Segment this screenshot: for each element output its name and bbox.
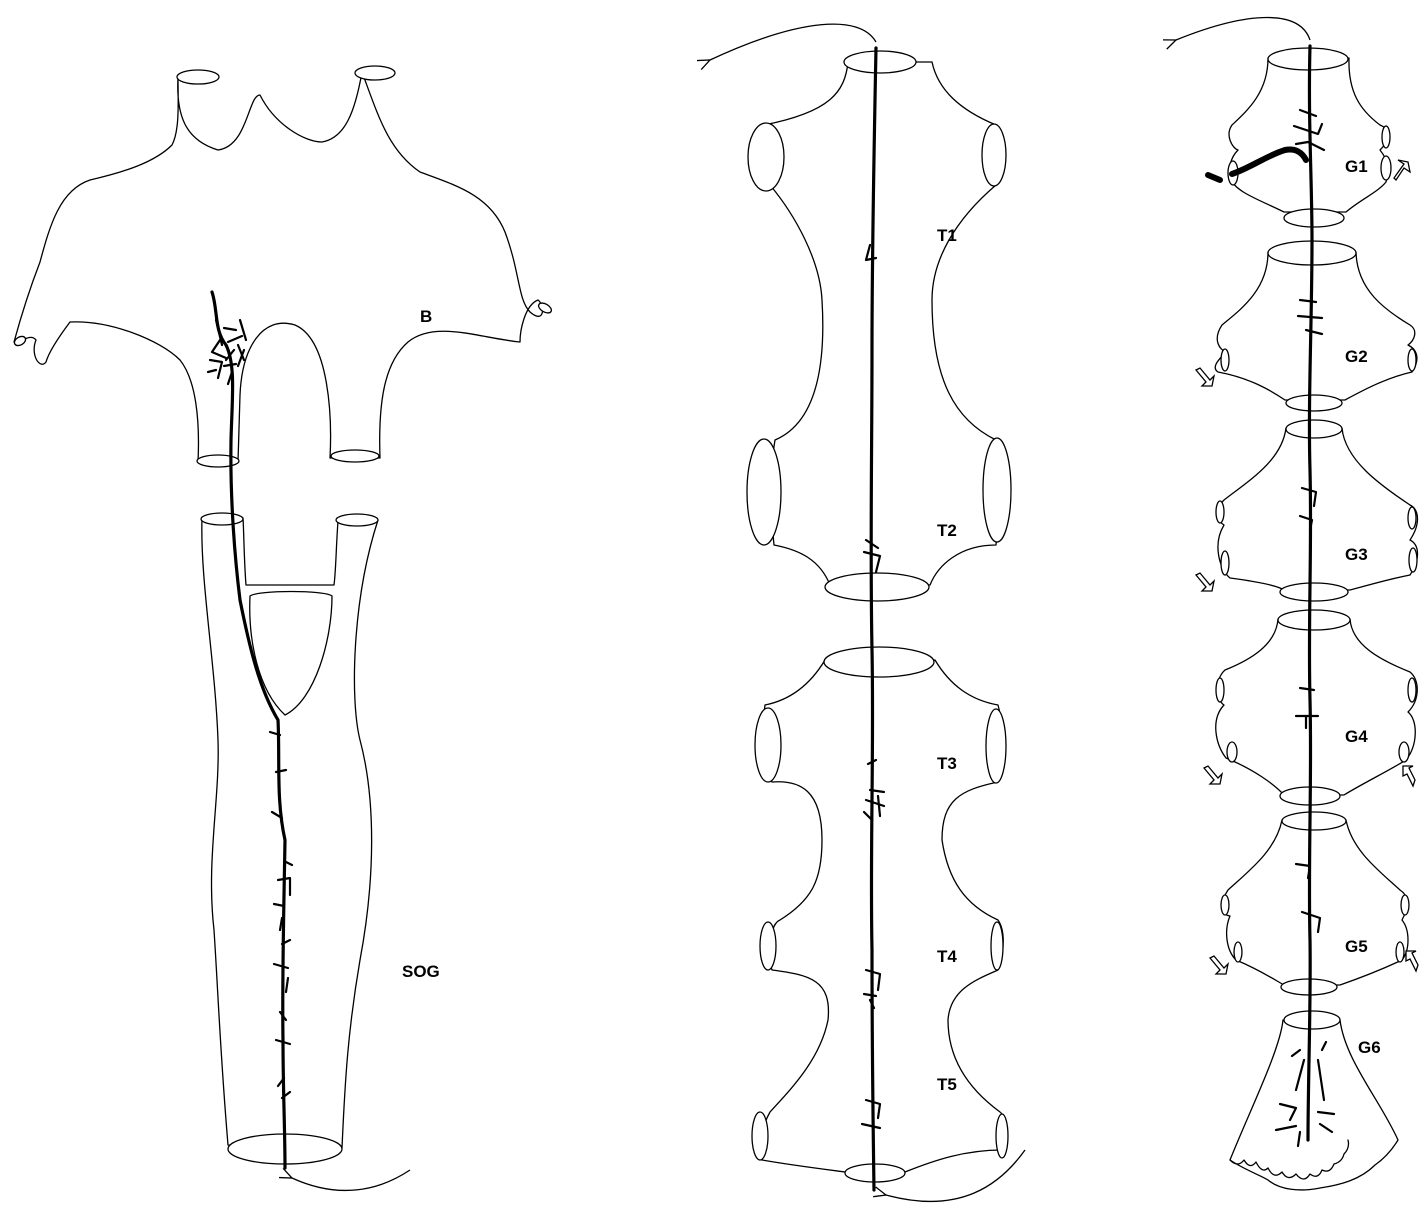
t2-nerve-right bbox=[983, 438, 1011, 542]
label-T4: T4 bbox=[937, 947, 957, 966]
g3-connective-top bbox=[1286, 420, 1342, 438]
panel-left: B SOG bbox=[13, 66, 553, 1190]
label-B: B bbox=[420, 307, 432, 326]
label-G2: G2 bbox=[1345, 347, 1368, 366]
t-connective-top bbox=[844, 51, 916, 73]
sog-inner-loop bbox=[250, 592, 332, 716]
t1-nerve-left bbox=[748, 123, 784, 191]
g6-fringe bbox=[1230, 1140, 1349, 1179]
label-T2: T2 bbox=[937, 521, 957, 540]
panel-middle: T1 T2 T3 T4 T5 bbox=[710, 24, 1025, 1201]
brain-connective-bottom-left bbox=[197, 455, 239, 467]
brain-outline bbox=[14, 72, 543, 462]
g5-outline bbox=[1222, 820, 1408, 985]
sog-connective-right bbox=[336, 514, 378, 526]
g6-connective-top bbox=[1284, 1011, 1340, 1029]
g1-connective-bottom bbox=[1284, 209, 1344, 227]
g5-connective-top bbox=[1282, 812, 1346, 830]
label-G4: G4 bbox=[1345, 727, 1368, 746]
g3-outline bbox=[1217, 428, 1417, 590]
thoracic-ganglia-lower bbox=[760, 660, 1004, 1172]
panel-right: G1 G2 G3 G4 G5 G6 bbox=[1176, 18, 1418, 1190]
curved-arrow-left bbox=[292, 1170, 410, 1190]
brain-nerve-right bbox=[537, 301, 553, 315]
brain-connective-bottom-right bbox=[331, 450, 379, 462]
label-G3: G3 bbox=[1345, 545, 1368, 564]
t4-nerve-left bbox=[760, 922, 776, 970]
t5-nerve-left bbox=[752, 1112, 768, 1160]
g3-connective-bottom bbox=[1280, 583, 1348, 601]
label-G5: G5 bbox=[1345, 937, 1368, 956]
neuron-sog-branches bbox=[270, 732, 292, 1098]
g1-connective-top bbox=[1268, 48, 1348, 70]
brain-connective-top-right bbox=[355, 66, 395, 80]
sog-connective-left bbox=[201, 513, 243, 525]
curved-arrow-right-top bbox=[1176, 18, 1310, 41]
neuron-axon-middle bbox=[871, 48, 876, 1190]
g4-outline bbox=[1216, 619, 1418, 795]
g2-outline bbox=[1215, 252, 1417, 400]
label-T1: T1 bbox=[937, 226, 957, 245]
t2-nerve-left bbox=[747, 439, 781, 545]
t5-nerve-right bbox=[996, 1114, 1008, 1158]
g2-connective-bottom bbox=[1286, 395, 1342, 411]
sog-outline bbox=[202, 518, 378, 1148]
t1-nerve-right bbox=[982, 124, 1006, 186]
brain-connective-top-left bbox=[177, 70, 219, 84]
curved-arrow-middle-bottom bbox=[886, 1150, 1025, 1201]
neuron-axon-left bbox=[212, 292, 285, 1168]
label-G6: G6 bbox=[1358, 1038, 1381, 1057]
curved-arrow-middle-top bbox=[710, 24, 876, 60]
t3-nerve-right bbox=[986, 709, 1006, 783]
label-G1: G1 bbox=[1345, 157, 1368, 176]
neuron-brain-arbor bbox=[208, 320, 246, 384]
t-connective-mid-a bbox=[825, 573, 929, 601]
t3-nerve-left bbox=[755, 708, 781, 782]
label-T3: T3 bbox=[937, 754, 957, 773]
label-SOG: SOG bbox=[402, 962, 440, 981]
thoracic-ganglia-upper bbox=[763, 62, 999, 585]
g4-connective-top bbox=[1278, 610, 1350, 630]
t-connective-mid-b bbox=[824, 647, 934, 677]
t4-nerve-right bbox=[991, 922, 1003, 970]
label-T5: T5 bbox=[937, 1075, 957, 1094]
neuron-g1-collateral bbox=[1232, 149, 1306, 174]
